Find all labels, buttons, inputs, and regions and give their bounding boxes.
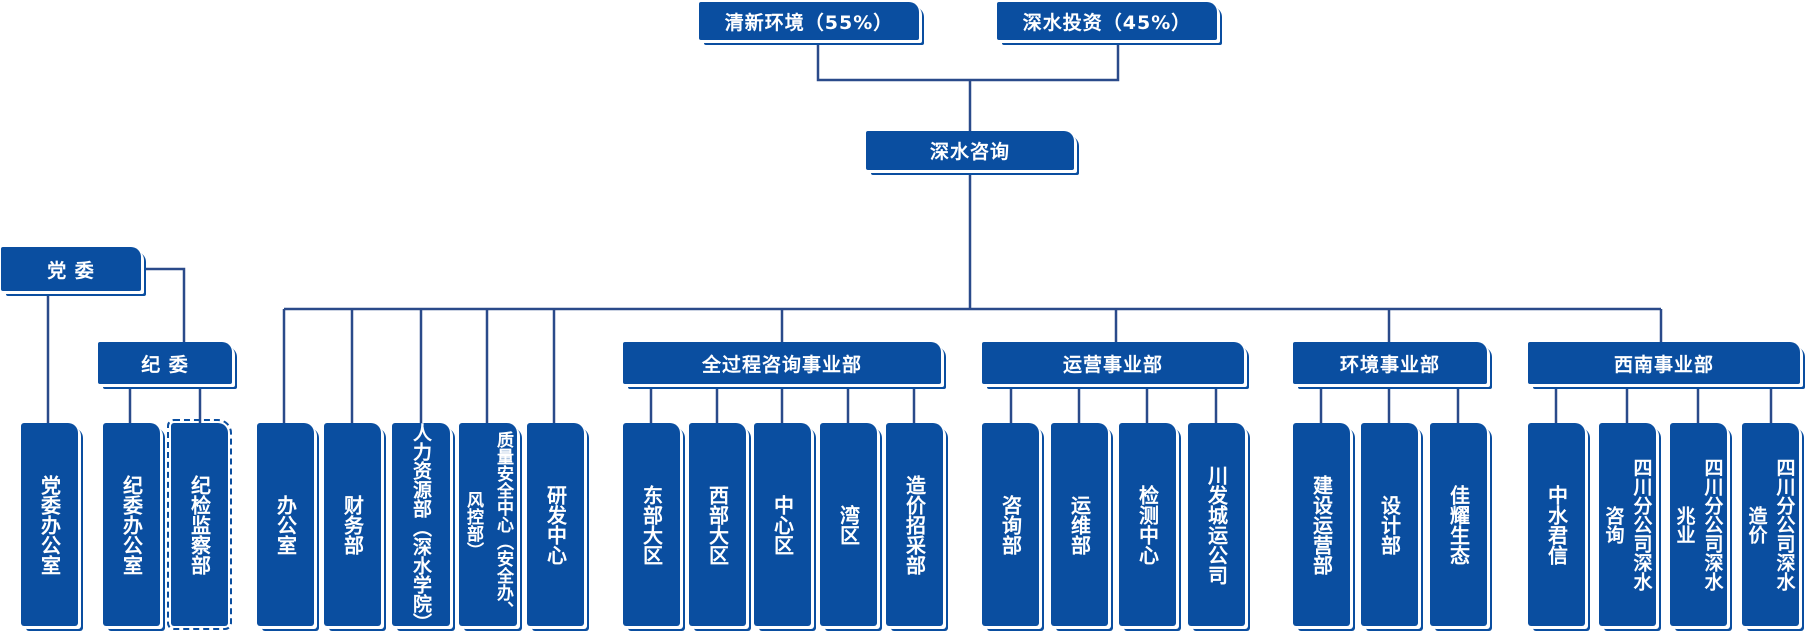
division-unit-label: 东部大区 — [639, 484, 664, 565]
division-unit: 四川分公司深水咨询 — [1599, 423, 1656, 626]
division-unit-label: 四川分公司深水造价 — [1745, 458, 1796, 591]
division-unit: 东部大区 — [623, 423, 680, 626]
division-full-process-consulting: 全过程咨询事业部 — [623, 342, 941, 384]
functional-unit-quality-safety: 质量安全中心（安全办、风控部） — [459, 423, 517, 626]
division-unit-label: 西部大区 — [705, 484, 730, 565]
division-unit: 中水君信 — [1528, 423, 1585, 626]
discipline-supervision-box: 纪检监察部 — [167, 419, 232, 630]
division-unit-label: 运维部 — [1067, 494, 1092, 555]
functional-unit-office: 办公室 — [257, 423, 314, 626]
division-unit: 四川分公司深水兆业 — [1670, 423, 1727, 626]
division-unit: 造价招采部 — [886, 423, 943, 626]
functional-unit-label: 人力资源部（深水学院） — [410, 423, 432, 632]
functional-unit-hr: 人力资源部（深水学院） — [392, 423, 450, 632]
division-unit: 运维部 — [1051, 423, 1108, 626]
party-office-label: 党委办公室 — [37, 474, 62, 575]
division-unit: 检测中心 — [1119, 423, 1176, 626]
division-environment: 环境事业部 — [1293, 342, 1487, 384]
division-unit: 湾区 — [820, 423, 877, 626]
division-unit: 西部大区 — [689, 423, 746, 626]
division-unit-label: 检测中心 — [1135, 484, 1160, 565]
company-box: 深水咨询 — [866, 131, 1074, 170]
functional-unit-label: 质量安全中心（安全办、风控部） — [463, 431, 513, 618]
division-unit: 咨询部 — [982, 423, 1039, 626]
discipline-office-label: 纪委办公室 — [119, 474, 144, 575]
division-unit: 四川分公司深水造价 — [1742, 423, 1799, 626]
functional-unit-label: 研发中心 — [543, 484, 568, 565]
functional-unit-label: 财务部 — [340, 494, 365, 555]
discipline-committee-box: 纪 委 — [98, 342, 232, 384]
shareholder-qingxin: 清新环境（55%） — [699, 2, 919, 40]
division-unit-label: 四川分公司深水兆业 — [1673, 458, 1724, 591]
division-unit-label: 咨询部 — [998, 494, 1023, 555]
division-southwest: 西南事业部 — [1528, 342, 1800, 384]
division-unit-label: 中心区 — [770, 494, 795, 555]
functional-unit-finance: 财务部 — [324, 423, 381, 626]
division-unit-label: 造价招采部 — [902, 474, 927, 575]
discipline-office-box: 纪委办公室 — [103, 423, 160, 626]
division-unit-label: 川发城运公司 — [1204, 464, 1229, 585]
division-operations: 运营事业部 — [982, 342, 1244, 384]
division-unit-label: 设计部 — [1377, 494, 1402, 555]
division-unit-label: 中水君信 — [1544, 484, 1569, 565]
party-office-box: 党委办公室 — [21, 423, 78, 626]
party-committee-box: 党 委 — [1, 247, 141, 291]
division-unit-label: 湾区 — [836, 504, 861, 545]
functional-unit-label: 办公室 — [273, 494, 298, 555]
shareholder-shenshui-investment: 深水投资（45%） — [997, 2, 1217, 40]
discipline-supervision-label: 纪检监察部 — [187, 474, 212, 575]
division-unit: 建设运营部 — [1293, 423, 1350, 626]
division-unit-label: 佳耀生态 — [1446, 484, 1471, 565]
division-unit: 中心区 — [754, 423, 811, 626]
division-unit-label: 建设运营部 — [1309, 474, 1334, 575]
division-unit: 设计部 — [1361, 423, 1418, 626]
division-unit-label: 四川分公司深水咨询 — [1602, 458, 1653, 591]
division-unit: 佳耀生态 — [1430, 423, 1487, 626]
division-unit: 川发城运公司 — [1188, 423, 1245, 626]
functional-unit-rnd: 研发中心 — [527, 423, 584, 626]
